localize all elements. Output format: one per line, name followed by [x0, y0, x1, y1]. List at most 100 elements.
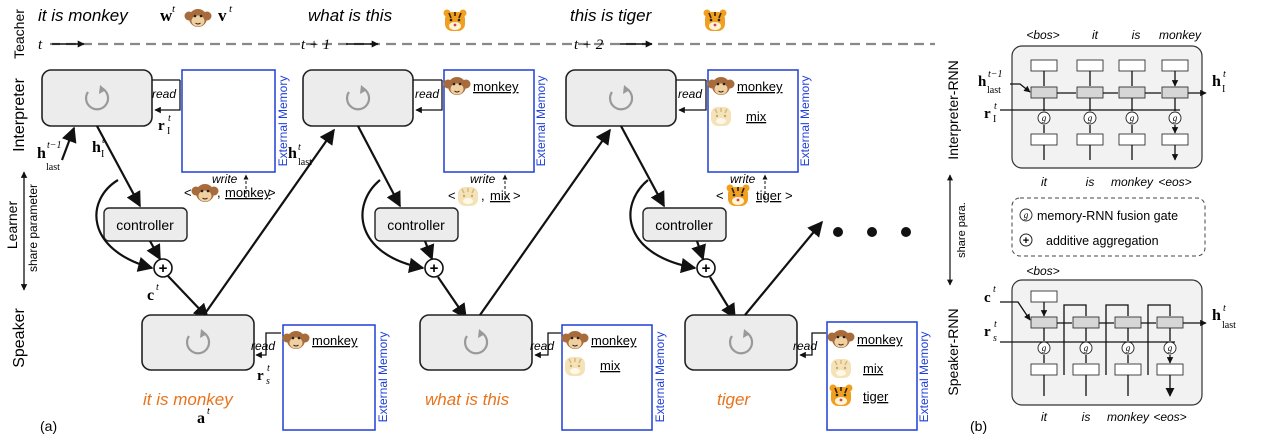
controller-out-arrow	[146, 240, 161, 261]
controller-box	[374, 207, 459, 242]
h-sup: t−1	[988, 69, 1003, 80]
read-arrow	[799, 332, 826, 359]
step-t2: read External Memory monkey mix write < …	[565, 69, 931, 431]
skip-arrow	[361, 179, 425, 273]
external-memory-label: External Memory	[653, 332, 667, 423]
mix-memory-icon	[710, 106, 732, 127]
mix-memory-icon	[830, 358, 852, 379]
input-embedding-cell	[1030, 290, 1058, 303]
teacher-sentence-3: this is tiger	[570, 6, 653, 25]
share-para-label: share para.	[956, 202, 968, 258]
r-sup: t	[994, 319, 997, 330]
output-cell	[1030, 133, 1058, 146]
top-output-token: it	[1041, 175, 1048, 189]
external-memory-label: External Memory	[798, 76, 812, 167]
h-last-output-arrow	[479, 128, 611, 316]
memory-word: monkey	[473, 79, 519, 94]
output-cell	[1161, 133, 1189, 146]
w-symbol: w	[160, 6, 173, 25]
r-symbol: r	[158, 118, 165, 134]
bottom-output-token: <eos>	[1153, 410, 1186, 424]
time-label-t1: t + 1	[301, 37, 330, 53]
output-sentence: it is monkey	[143, 390, 234, 409]
tiger-memory-icon	[828, 383, 854, 407]
read-label: read	[152, 87, 176, 101]
read-arrow	[676, 79, 707, 110]
time-label-t2: t + 2	[574, 37, 604, 53]
memory-word: monkey	[591, 333, 637, 348]
c-symbol: c	[984, 290, 991, 306]
h-sub: last	[298, 157, 312, 168]
write-label: write	[212, 172, 238, 186]
role-teacher-label: Teacher	[11, 9, 27, 59]
top-input-token: monkey	[1159, 28, 1202, 42]
hidden-state-cell	[1076, 86, 1104, 99]
monkey-image-icon	[184, 8, 212, 28]
speaker-rnn-box	[684, 314, 798, 371]
r-sup: t	[267, 363, 270, 374]
controller-box	[103, 207, 188, 242]
continuation-dot	[901, 227, 911, 237]
controller-out-arrow	[691, 240, 706, 261]
h-last-output-arrow	[203, 128, 335, 316]
write-open: <	[716, 188, 724, 203]
r-sub: s	[266, 376, 270, 387]
a-sup: t	[207, 406, 210, 417]
write-word: monkey	[225, 185, 271, 200]
fusion-gate-icon	[1083, 111, 1097, 125]
h-sub: I	[1222, 84, 1225, 95]
external-memory-panel	[181, 69, 276, 173]
interpreter-rnn-box	[41, 69, 153, 127]
r-symbol: r	[984, 324, 991, 340]
controller-label: controller	[116, 217, 174, 233]
input-embedding-cell	[1118, 59, 1146, 72]
h-sup: t	[1223, 69, 1226, 80]
read-label: read	[530, 339, 554, 353]
hidden-state-cell	[1156, 316, 1184, 329]
h-sub: last	[987, 85, 1001, 96]
read-label: read	[793, 339, 817, 353]
c-sup: t	[993, 284, 996, 295]
h-symbol: h	[37, 145, 46, 162]
top-output-token: is	[1086, 175, 1095, 189]
read-arrow	[413, 79, 443, 110]
top-input-token: <bos>	[1026, 28, 1059, 42]
panel-b-label: (b)	[970, 418, 987, 434]
c-arrow	[167, 275, 210, 320]
panel-b: Interpreter-RNN Speaker-RNN share para. …	[945, 28, 1236, 434]
bottom-rnn-cells	[1000, 290, 1206, 396]
top-rnn-cells	[1000, 59, 1206, 160]
gate-symbol: g	[1168, 343, 1173, 353]
c-sup: t	[156, 282, 159, 293]
fusion-gate-icon	[1079, 341, 1093, 355]
r-sub: I	[993, 114, 996, 125]
hI-arrow	[357, 125, 401, 208]
h-sup: t	[298, 142, 301, 153]
h-sup: t−1	[47, 140, 62, 151]
hidden-state-cell	[1030, 316, 1058, 329]
r-sub: I	[167, 126, 170, 137]
h-last-output-arrow	[744, 220, 823, 316]
memory-word: mix	[863, 361, 884, 376]
output-cell	[1030, 363, 1058, 376]
teacher-sentence-1: it is monkey	[38, 6, 129, 25]
external-memory-label: External Memory	[376, 332, 390, 423]
additive-legend-icon	[1019, 233, 1033, 247]
interpreter-rnn-box	[565, 69, 677, 127]
gate-symbol: g	[1042, 113, 1047, 123]
c-symbol: c	[147, 287, 154, 304]
h-symbol: h	[92, 139, 101, 156]
output-sentence: what is this	[425, 390, 510, 409]
fusion-gate-icon	[1163, 341, 1177, 355]
gate-symbol: g	[1084, 343, 1089, 353]
external-memory-label: External Memory	[534, 76, 548, 167]
interpreter-rnn-panel	[1011, 45, 1203, 169]
share-parameter-label: share parameter	[26, 184, 40, 272]
fusion-gate-icon	[1037, 111, 1051, 125]
fusion-gate-icon	[1037, 341, 1051, 355]
panel-a-label: (a)	[40, 418, 57, 434]
read-arrow	[534, 332, 561, 359]
bottom-input-token: <bos>	[1026, 264, 1059, 278]
hidden-state-cell	[1114, 316, 1142, 329]
top-input-token: is	[1132, 28, 1141, 42]
